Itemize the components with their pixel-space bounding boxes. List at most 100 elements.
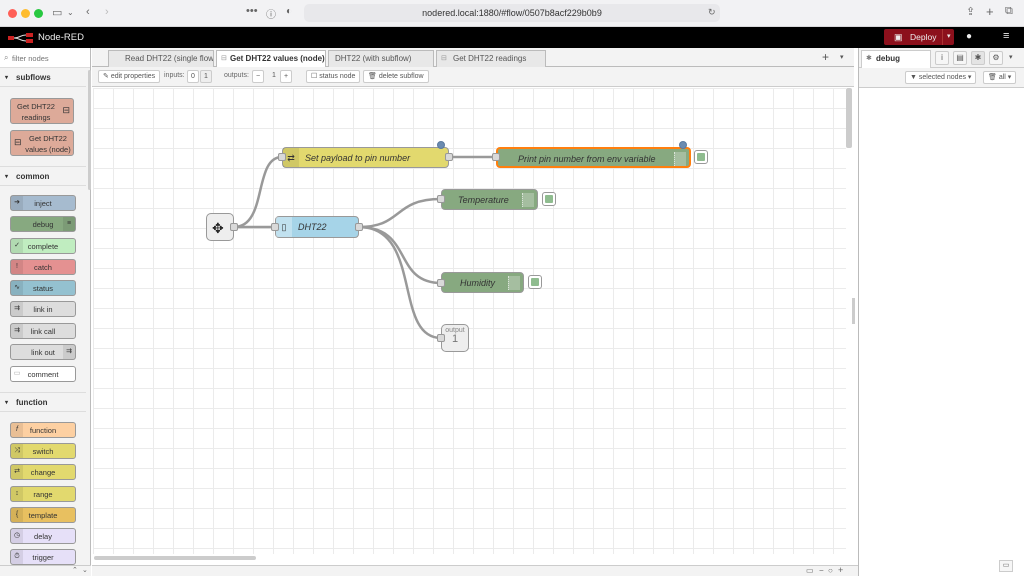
set-payload-output-port[interactable] <box>445 153 453 161</box>
delete-subflow-button[interactable]: 🗑 delete subflow <box>363 70 429 83</box>
debug-icon: ≡ <box>63 217 75 231</box>
close-window-icon[interactable] <box>8 9 17 18</box>
zoom-out-icon[interactable]: − <box>819 566 824 575</box>
palette-node-link-in[interactable]: ⇉link in <box>10 301 76 317</box>
zoom-reset-icon[interactable]: ○ <box>828 566 833 575</box>
print-pin-input-port[interactable] <box>492 153 500 161</box>
node-set-payload[interactable]: ⇄ Set payload to pin number <box>282 147 449 168</box>
subflow-output-port[interactable]: output 1 <box>441 324 469 352</box>
palette-node-link-call[interactable]: ⇉link call <box>10 323 76 339</box>
gear-icon[interactable]: ⚙ <box>989 51 1003 65</box>
maximize-window-icon[interactable] <box>34 9 43 18</box>
palette-node-inject[interactable]: ➜inject <box>10 195 76 211</box>
print-pin-toggle-button[interactable] <box>694 150 708 164</box>
palette-node-trigger[interactable]: ⏱trigger <box>10 549 76 565</box>
palette-node-template[interactable]: {template <box>10 507 76 523</box>
tab-get-dht22-values-node[interactable]: ⊟Get DHT22 values (node) <box>216 50 326 68</box>
palette-node-status[interactable]: ∿status <box>10 280 76 296</box>
tab-debug[interactable]: ✱ debug <box>861 50 931 68</box>
add-flow-icon[interactable]: + <box>822 50 830 64</box>
navigator-icon[interactable]: ▭ <box>806 566 814 575</box>
palette-node-get-dht22-values[interactable]: ⊟Get DHT22 values (node) <box>10 130 74 156</box>
outputs-value: 1 <box>266 70 282 83</box>
shield-icon[interactable]: ◐ <box>286 6 293 17</box>
palette-node-link-out[interactable]: link out⇉ <box>10 344 76 360</box>
user-icon[interactable]: ● <box>966 31 973 42</box>
url-bar[interactable]: nodered.local:1880/#flow/0507b8acf229b0b… <box>304 4 720 22</box>
node-temperature-debug[interactable]: Temperature <box>441 189 538 210</box>
outputs-increment-button[interactable]: + <box>280 70 293 83</box>
outputs-decrement-button[interactable]: − <box>252 70 265 83</box>
subflow-input-port[interactable]: ✥ <box>206 213 234 241</box>
temperature-toggle-button[interactable] <box>542 192 556 206</box>
temperature-input-port[interactable] <box>437 195 445 203</box>
dht22-input-port[interactable] <box>271 223 279 231</box>
input-port-output[interactable] <box>230 223 238 231</box>
dht22-output-port[interactable] <box>355 223 363 231</box>
tabs-icon[interactable]: ⧉ <box>1005 5 1013 17</box>
debug-bug-icon[interactable]: ✱ <box>971 51 985 65</box>
palette-node-complete[interactable]: ✓complete <box>10 238 76 254</box>
reload-icon[interactable]: ↻ <box>708 7 716 17</box>
trash-icon: 🗑 <box>368 73 379 80</box>
zoom-in-icon[interactable]: + <box>838 565 844 575</box>
edit-properties-button[interactable]: ✎ edit properties <box>98 70 161 83</box>
palette-node-delay[interactable]: ◷delay <box>10 528 76 544</box>
chevron-down-icon[interactable]: ⌄ <box>67 8 74 17</box>
palette-node-comment[interactable]: ▭comment <box>10 366 76 382</box>
palette-node-catch[interactable]: !catch <box>10 259 76 275</box>
palette-node-change[interactable]: ⇄change <box>10 464 76 480</box>
more-icon[interactable]: ••• <box>246 5 258 17</box>
inputs-1-button[interactable]: 1 <box>200 70 212 83</box>
sidebar-icon[interactable]: ▭ <box>52 7 63 19</box>
book-icon[interactable]: ▤ <box>953 51 967 65</box>
selected-nodes-filter[interactable]: ▼ selected nodes ▾ <box>905 71 977 84</box>
palette-node-get-dht22-readings[interactable]: Get DHT22 readings⊟ <box>10 98 74 124</box>
humidity-toggle-button[interactable] <box>528 275 542 289</box>
tab-dht22-with-subflow[interactable]: DHT22 (with subflow) <box>328 50 434 67</box>
collapse-down-icon[interactable]: ⌄ <box>82 567 88 574</box>
set-payload-input-port[interactable] <box>278 153 286 161</box>
canvas-horizontal-scrollbar[interactable] <box>94 556 256 560</box>
back-icon[interactable]: ‹ <box>86 6 90 18</box>
category-function[interactable]: ▾function <box>0 392 86 412</box>
forward-icon[interactable]: › <box>105 6 109 18</box>
output-number: 1 <box>451 333 459 345</box>
filter-nodes-input[interactable] <box>12 51 86 65</box>
list-flows-icon[interactable]: ▾ <box>840 54 844 61</box>
info-icon[interactable]: i <box>935 51 949 65</box>
humidity-input-port[interactable] <box>437 279 445 287</box>
category-common[interactable]: ▾common <box>0 166 86 186</box>
category-subflows[interactable]: ▾subflows <box>0 67 86 87</box>
info-icon[interactable]: ⓘ <box>266 10 276 21</box>
inputs-0-button[interactable]: 0 <box>187 70 199 83</box>
tab-read-dht22-single[interactable]: Read DHT22 (single flow) <box>108 50 214 67</box>
minimize-window-icon[interactable] <box>21 9 30 18</box>
wire-dht22-to-output <box>358 225 442 340</box>
sidebar-resize-handle[interactable] <box>852 298 855 324</box>
node-humidity-debug[interactable]: Humidity <box>441 272 524 293</box>
palette-node-range[interactable]: ↕range <box>10 486 76 502</box>
palette-node-debug[interactable]: debug≡ <box>10 216 76 232</box>
url-text: nodered.local:1880/#flow/0507b8acf229b0b… <box>422 8 602 18</box>
share-icon[interactable]: ⇪ <box>966 6 976 18</box>
palette-node-switch[interactable]: ⤨switch <box>10 443 76 459</box>
sidebar-footer-icon[interactable]: ▭ <box>999 560 1013 572</box>
palette-scrollbar[interactable] <box>88 70 91 190</box>
node-print-pin-debug[interactable]: Print pin number from env variable <box>496 147 691 168</box>
collapse-up-icon[interactable]: ⌃ <box>72 567 78 574</box>
deploy-chevron-icon[interactable]: ▾ <box>942 29 951 45</box>
menu-icon[interactable]: ≡ <box>1003 30 1010 42</box>
output-port-input[interactable] <box>437 334 445 342</box>
chevron-down-icon[interactable]: ▾ <box>1009 54 1013 61</box>
new-tab-icon[interactable]: + <box>986 4 994 19</box>
node-dht22[interactable]: ▯ DHT22 <box>275 216 359 238</box>
tab-get-dht22-readings[interactable]: ⊟Get DHT22 readings <box>436 50 546 67</box>
canvas-vertical-scrollbar[interactable] <box>846 88 852 148</box>
deploy-button[interactable]: ▣ Deploy ▾ <box>884 29 954 45</box>
clear-all-button[interactable]: 🗑 all ▾ <box>983 71 1017 84</box>
flow-canvas[interactable]: ✥ ⇄ Set payload to pin number Print pin … <box>93 88 846 554</box>
status-node-toggle[interactable]: ☐ status node <box>306 70 361 83</box>
palette-filter[interactable]: ⌕ <box>0 48 90 68</box>
